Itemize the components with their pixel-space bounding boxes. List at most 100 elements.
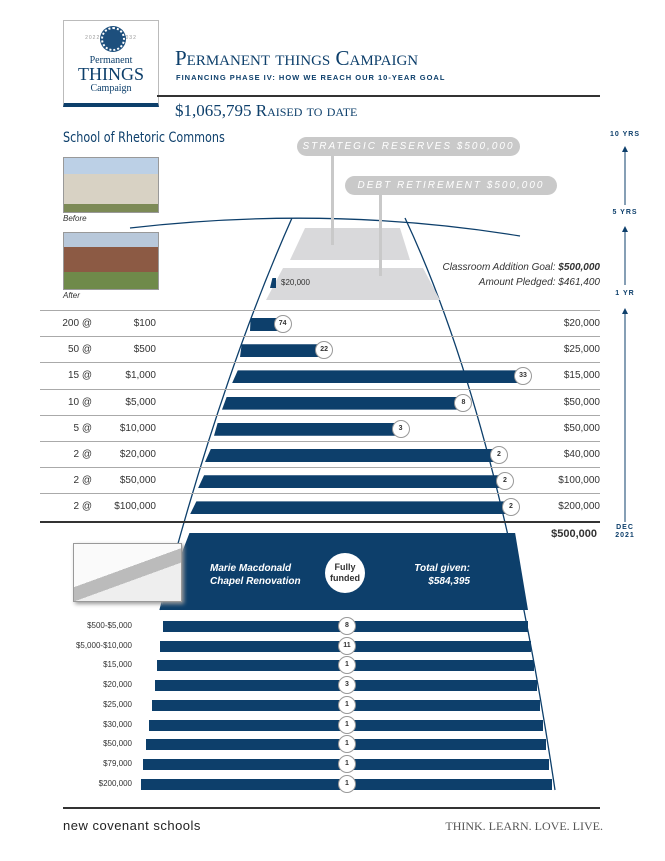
pledge-amount: $20,000 [119,449,156,460]
pledge-amount: $10,000 [119,422,156,434]
chapel-total: Total given: $584,395 [414,562,470,588]
row-divider [40,336,600,338]
row-divider [40,414,600,416]
pledge-amount: $500 [133,344,156,356]
status-line1: Fully [334,562,356,572]
row-total: $20,000 [563,318,600,329]
pledged-count-badge: 22 [315,341,334,360]
pledged-count-badge: 2 [502,498,520,517]
pledged-count-badge: 2 [490,446,508,464]
row-divider [40,310,600,311]
pledge-progress-bar [250,318,280,331]
pledge-count: 2 @ [73,449,93,460]
row-divider [40,441,600,442]
classroom-total: $500,000 [551,528,597,540]
gift-range: $79,000 [103,758,132,768]
pledge-count: 10 @ [67,396,92,408]
small-pledge-label: $20,000 [281,278,310,287]
chapel-total-label: Total given: [414,563,470,574]
gift-range: $5,000-$10,000 [75,640,132,650]
row-divider [40,493,600,495]
debt-retirement-bubble: DEBT RETIREMENT $500,000 [345,176,557,195]
before-photo [63,157,159,213]
after-photo [63,232,159,290]
pledge-count: 50 @ [67,344,92,356]
pledge-progress-bar [198,475,502,489]
after-label: After [63,291,80,300]
gift-range: $500-$5,000 [87,621,132,630]
classroom-goal-value: $500,000 [558,262,600,273]
chapel-name-line1: Marie Macdonald [210,563,292,574]
strategic-reserves-bubble: STRATEGIC RESERVES $500,000 [297,137,520,156]
pledge-amount: $100,000 [114,501,156,513]
pledge-count: 2 @ [73,501,93,513]
gift-range: $15,000 [103,660,132,670]
debt-pointer [379,194,382,276]
chapel-total-value: $584,395 [428,576,470,587]
logo-line1: Permanent [89,55,133,66]
logo-year-start: 2022 [85,35,101,41]
gift-count-badge: 1 [338,754,356,773]
gift-count-badge: 11 [338,636,356,655]
pledge-count: 15 @ [67,370,92,382]
page-subtitle: FINANCING PHASE IV: HOW WE REACH OUR 10-… [176,73,446,82]
gift-range: $200,000 [98,778,132,788]
row-total: $25,000 [563,344,600,356]
header-divider [157,95,600,97]
timeline-10-yrs: 10 YRS [610,131,640,138]
pledge-progress-bar [190,501,508,515]
pledge-count: 5 @ [73,422,93,434]
pledged-count-badge: 2 [496,472,514,491]
gift-count-badge: 3 [338,676,356,695]
classroom-goal-label: Classroom Addition Goal: [442,262,559,273]
gift-count-badge: 1 [338,695,356,714]
project-name: School of Rhetoric Commons [63,130,225,146]
gift-count-badge: 1 [338,774,356,793]
before-label: Before [63,214,87,223]
logo-line2: THINGS [78,64,144,84]
gift-range: $30,000 [103,719,132,729]
logo-year-end: 2032 [121,35,137,41]
row-total: $100,000 [558,475,600,487]
pledge-count: 2 @ [73,475,93,487]
row-divider [40,388,600,390]
pledged-count-badge: 8 [454,393,473,412]
chapel-name-line2: Chapel Renovation [210,576,301,587]
pledged-count-badge: 74 [273,315,292,333]
row-total: $15,000 [563,370,600,382]
logo-years: 2022 2032 [64,35,158,41]
row-total: $40,000 [563,449,600,460]
raised-to-date: $1,065,795 Raised to date [175,101,358,120]
classroom-goal: Classroom Addition Goal: $500,000 [442,262,600,273]
tagline: THINK. LEARN. LOVE. LIVE. [445,819,603,833]
gift-range: $25,000 [103,699,132,709]
gift-count-badge: 8 [338,617,356,635]
pledged-count-badge: 3 [391,419,410,438]
pledge-amount: $1,000 [125,370,156,382]
gift-count-badge: 1 [338,735,356,754]
pledge-amount: $100 [133,318,156,329]
logo-emblem-icon [101,27,125,51]
campaign-logo: 2022 2032 Permanent THINGS Campaign [63,20,159,107]
timeline-dec-2021: DEC 2021 [615,524,635,539]
pledge-count: 200 @ [62,318,92,329]
small-pledge-bar [270,278,276,288]
gift-range: $50,000 [103,739,132,749]
row-total: $50,000 [563,396,600,408]
gift-count-badge: 1 [338,656,356,675]
pledge-progress-bar [222,396,461,410]
pledge-amount: $5,000 [125,396,156,408]
gift-count-badge: 1 [338,715,356,734]
pledge-progress-bar [240,344,322,358]
chapel-photo [73,543,182,602]
school-logo-text: new covenant schools [63,818,201,833]
status-line2: funded [330,573,360,583]
page-title: Permanent things Campaign [175,46,419,70]
logo-line3: Campaign [90,83,132,94]
pledge-progress-bar [214,422,398,436]
timeline-5-yrs: 5 YRS [612,209,638,216]
timeline-1-yr: 1 YR [615,290,635,297]
